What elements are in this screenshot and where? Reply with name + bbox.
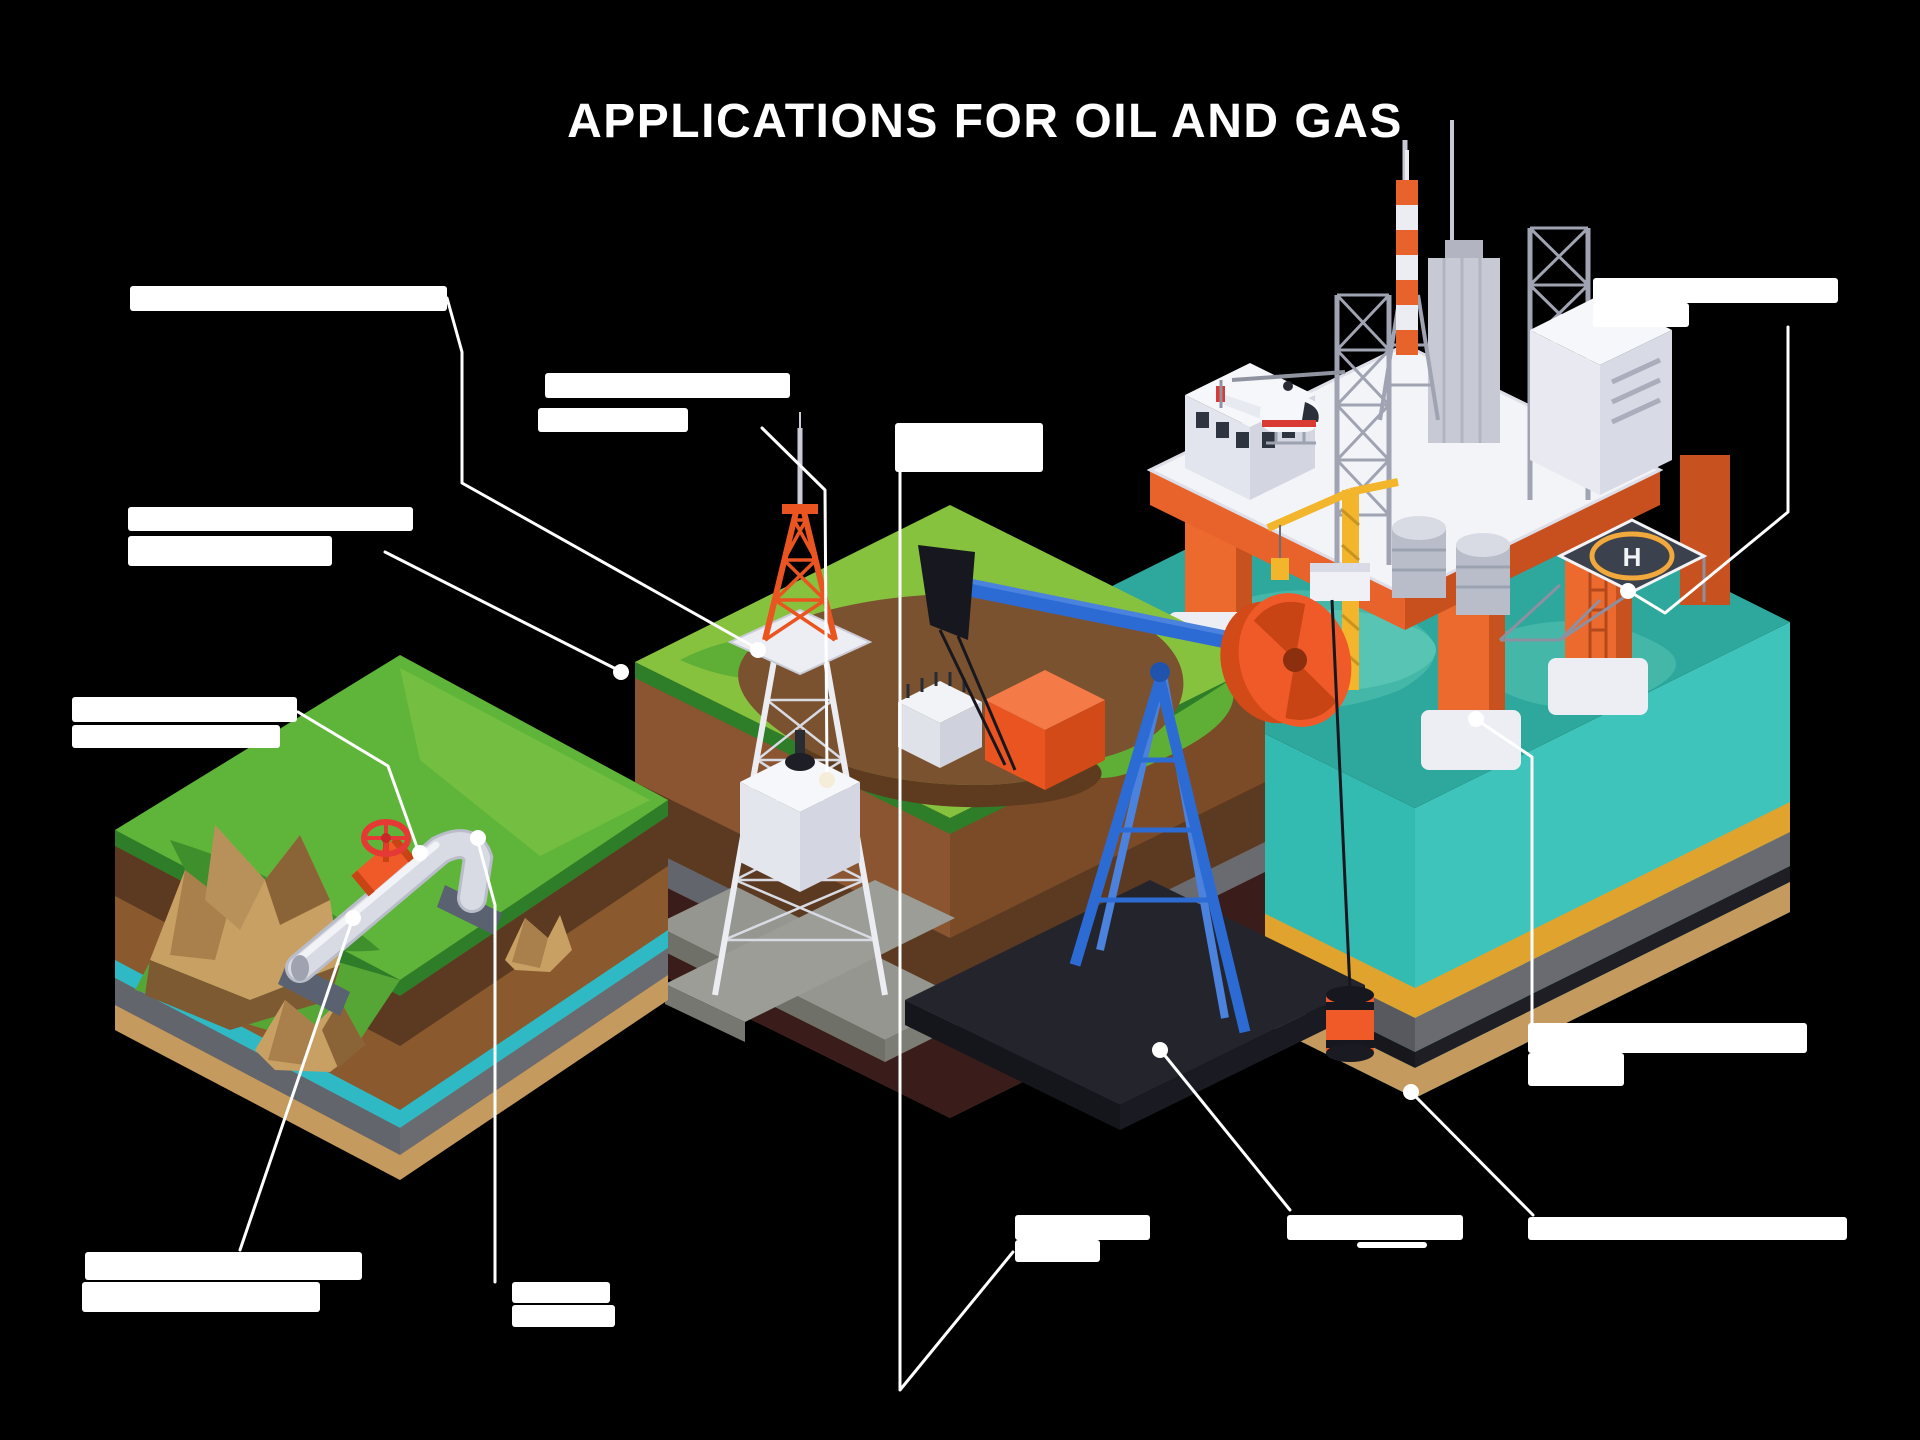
callout-bottom-mid-connector	[476, 840, 497, 1284]
offshore-platform: H	[1146, 120, 1730, 770]
callout-connector-layer	[238, 296, 1790, 1392]
helicopter-windshield	[1302, 402, 1319, 422]
wellhead	[785, 753, 815, 771]
counterweight-wheel	[1220, 593, 1352, 727]
storage-tanks	[1392, 516, 1510, 615]
lattice-tower-left	[1334, 293, 1392, 565]
callout-seabed-endpoint-dot	[1152, 1042, 1168, 1058]
deck-building-right	[1530, 295, 1672, 495]
callout-right-leg-connector	[1478, 720, 1534, 1025]
callout-bottom-right-endpoint-dot	[1403, 1084, 1419, 1100]
callout-top-left-endpoint-dot	[750, 642, 766, 658]
valve-wheel	[361, 819, 411, 862]
callout-top-right-connector	[1630, 325, 1790, 615]
callout-left-lower-connector	[296, 710, 420, 852]
transformer	[898, 672, 982, 768]
callout-bottom-mid-endpoint-dot	[470, 830, 486, 846]
horse-head	[918, 545, 975, 640]
callout-top-left-connector	[445, 296, 758, 650]
callout-derrick-connector	[760, 426, 829, 777]
callout-pump-jack-connector	[898, 470, 1015, 1392]
helipad: H	[1498, 518, 1708, 642]
helipad-ring	[1589, 531, 1675, 581]
callout-seabed-connector	[1160, 1050, 1292, 1212]
helicopter-skids	[1266, 432, 1316, 445]
callout-derrick-endpoint-dot	[819, 772, 835, 788]
drilling-derrick	[655, 412, 965, 1062]
helicopter-rotor	[1231, 370, 1346, 382]
callout-bottom-left-endpoint-dot	[345, 910, 361, 926]
page-title: APPLICATIONS FOR OIL AND GAS	[567, 95, 1403, 148]
callout-top-right-endpoint-dot	[1620, 583, 1636, 599]
callout-right-leg-endpoint-dot	[1468, 711, 1484, 727]
callout-left-upper-endpoint-dot	[613, 664, 629, 680]
crane-hook-block	[1271, 558, 1289, 580]
pipeline	[278, 819, 502, 1016]
callout-bottom-left-connector	[238, 916, 355, 1252]
helipad-h-text: H	[1623, 542, 1642, 572]
pump-jack	[898, 545, 1374, 1130]
drilling-mast	[1378, 150, 1440, 421]
callout-bottom-right-connector	[1412, 1093, 1535, 1217]
callout-left-lower-endpoint-dot	[412, 845, 428, 861]
callout-left-upper-connector	[383, 550, 620, 672]
helicopter	[1216, 370, 1346, 445]
